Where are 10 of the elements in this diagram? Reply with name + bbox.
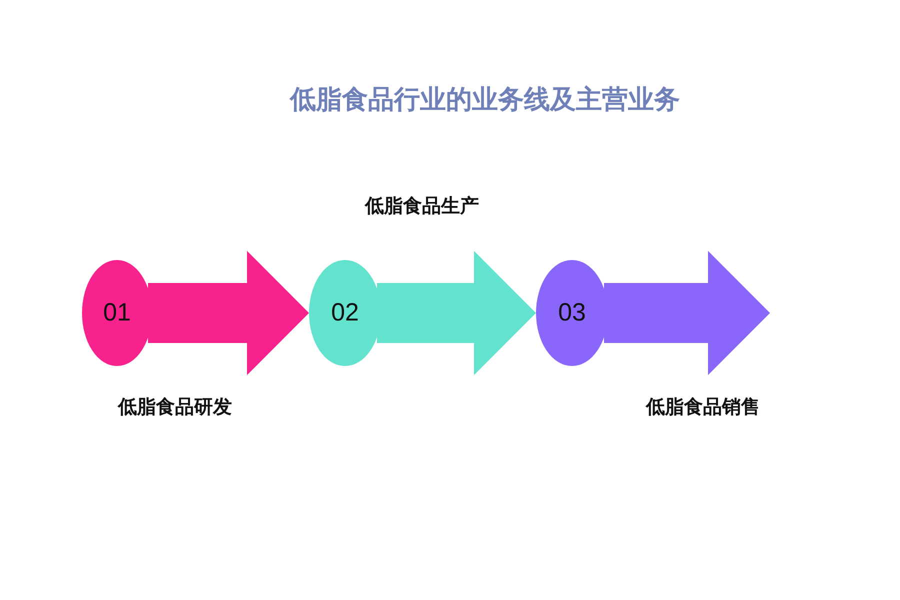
step-number: 01 <box>102 298 132 328</box>
step-number: 03 <box>557 298 587 328</box>
block-arrow <box>148 250 309 376</box>
block-arrow <box>377 250 536 376</box>
step-label: 低脂食品研发 <box>118 395 232 420</box>
step-label: 低脂食品销售 <box>646 395 760 420</box>
title: 低脂食品行业的业务线及主营业务 <box>288 84 681 117</box>
step-number: 02 <box>330 298 360 328</box>
step-label: 低脂食品生产 <box>365 194 479 219</box>
block-arrow <box>604 250 770 376</box>
